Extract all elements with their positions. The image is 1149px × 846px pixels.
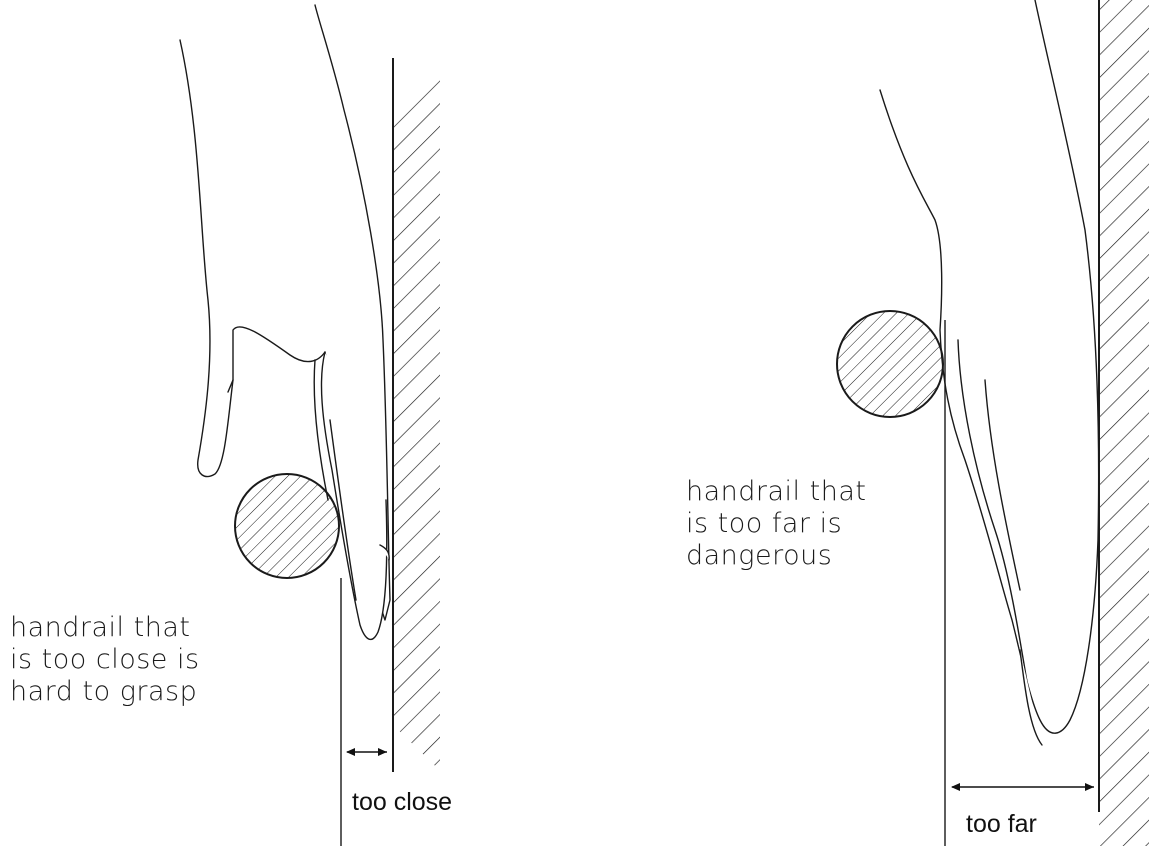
handrail-right xyxy=(837,311,943,417)
panel-too-far xyxy=(837,0,1149,846)
note-line: hard to grasp xyxy=(10,676,200,708)
handrail-left xyxy=(235,474,339,578)
note-line: handrail that xyxy=(10,612,200,644)
note-too-close: handrail that is too close is hard to gr… xyxy=(10,612,200,708)
wall-right xyxy=(1099,0,1149,846)
panel-too-close xyxy=(180,5,460,846)
note-line: is too close is xyxy=(10,644,200,676)
wall-left xyxy=(393,58,460,846)
note-line: handrail that xyxy=(686,476,866,508)
note-line: dangerous xyxy=(686,540,866,572)
dimension-label-too-far: too far xyxy=(966,810,1037,839)
note-too-far: handrail that is too far is dangerous xyxy=(686,476,866,572)
dimension-label-too-close: too close xyxy=(352,788,452,817)
note-line: is too far is xyxy=(686,508,866,540)
